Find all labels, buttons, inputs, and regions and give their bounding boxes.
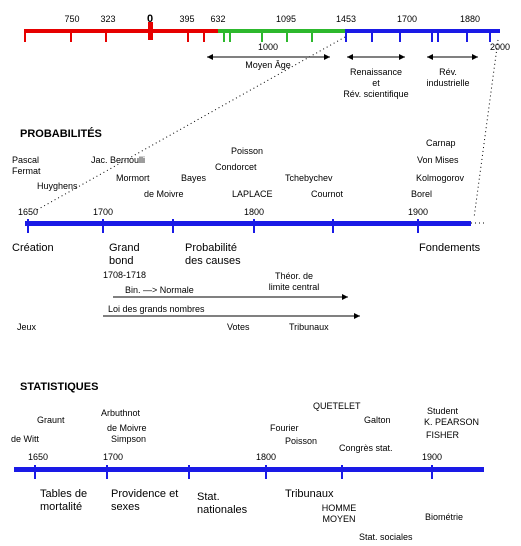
application-votes: Votes — [227, 322, 250, 332]
statistiques-person: de Witt — [11, 434, 40, 444]
normale-arrow-head — [342, 294, 348, 300]
top-year-label: 1700 — [396, 14, 418, 24]
statistiques-tick-label: 1650 — [27, 452, 49, 462]
top-year-label: 395 — [179, 14, 195, 24]
statistiques-person: Graunt — [37, 415, 65, 425]
application-tribunaux: Tribunaux — [289, 322, 329, 332]
probabilites-tick-label: 1650 — [17, 207, 39, 217]
probabilites-heading: PROBABILITÉS — [20, 128, 102, 140]
grand-bond-dates: 1708-1718 — [103, 270, 147, 280]
top-year-label: 750 — [64, 14, 80, 24]
probabilites-axis — [25, 221, 471, 226]
statistiques-person: FISHER — [426, 430, 460, 440]
renaissance-arrow-right-head — [399, 54, 405, 60]
statistiques-person: Fourier — [270, 423, 299, 433]
probabilites-person: Bayes — [181, 173, 207, 183]
modern-segment — [346, 29, 500, 33]
top-year-label: 1000 — [257, 42, 279, 52]
top-year-label: 0 — [146, 13, 154, 25]
probabilites-person: Cournot — [311, 189, 344, 199]
industrial-arrow-left-head — [427, 54, 433, 60]
antiquity-segment — [25, 29, 218, 33]
top-year-label: 1095 — [275, 14, 297, 24]
probabilites-person: Mormort — [116, 173, 150, 183]
statistiques-person: Student — [427, 406, 459, 416]
application-jeux: Jeux — [17, 322, 37, 332]
probabilites-tick-label: 1800 — [243, 207, 265, 217]
top-year-label: 323 — [100, 14, 116, 24]
top-year-label: 632 — [210, 14, 226, 24]
statistiques-person: Simpson — [111, 434, 147, 444]
theme-stat-sociales: Stat. sociales — [359, 532, 413, 542]
statistiques-tick-label: 1900 — [421, 452, 443, 462]
top-year-label: 2000 — [489, 42, 511, 52]
phase-fondements: Fondements — [419, 242, 481, 254]
statistiques-person: Galton — [364, 415, 391, 425]
probabilites-person: Fermat — [12, 166, 41, 176]
probabilites-person: Jac. Bernoulli — [91, 155, 146, 165]
period-renaissance: Renaissance et Rév. scientifique — [343, 67, 409, 99]
middle-ages-arrow-right-head — [324, 54, 330, 60]
lln-label: Loi des grands nombres — [108, 304, 205, 314]
top-year-label: 1880 — [459, 14, 481, 24]
theme-tribunaux: Tribunaux — [285, 488, 334, 500]
year-zero-marker — [148, 22, 153, 40]
probabilites-person: Huyghens — [37, 181, 78, 191]
zoom-connector-left — [34, 36, 346, 212]
statistiques-axis — [14, 467, 484, 472]
probabilites-person: Condorcet — [215, 162, 257, 172]
period-industrial: Rév. industrielle — [426, 67, 470, 88]
normale-label: Bin. —> Normale — [125, 285, 194, 295]
statistiques-heading: STATISTIQUES — [20, 381, 99, 393]
theorem-label: Théor. de limite central — [268, 271, 320, 292]
phase-grand-bond: Grand bond — [109, 242, 140, 267]
phase-creation: Création — [12, 242, 54, 254]
statistiques-person: Congrès stat. — [339, 443, 393, 453]
probabilites-person: LAPLACE — [232, 189, 273, 199]
statistiques-tick-label: 1800 — [255, 452, 277, 462]
probabilites-person: Von Mises — [417, 155, 459, 165]
top-year-label: 1453 — [335, 14, 357, 24]
theme-providence-et-sexes: Providence et sexes — [111, 488, 179, 513]
probabilites-tick-label: 1700 — [92, 207, 114, 217]
probabilites-tick-label: 1900 — [407, 207, 429, 217]
period-middle-ages: Moyen Âge — [245, 60, 291, 70]
probabilites-person: Tchebychev — [285, 173, 333, 183]
middle-ages-arrow-left-head — [207, 54, 213, 60]
statistiques-tick-label: 1700 — [102, 452, 124, 462]
probabilites-person: Kolmogorov — [416, 173, 465, 183]
probabilites-person: de Moivre — [144, 189, 184, 199]
theme-tables-de-mortalite: Tables de mortalité — [40, 488, 88, 513]
statistiques-person: QUETELET — [313, 401, 361, 411]
statistiques-person: de Moivre — [107, 423, 147, 433]
theme-homme-moyen: HOMME MOYEN — [321, 503, 357, 524]
middle-ages-segment — [218, 29, 346, 33]
industrial-arrow-right-head — [472, 54, 478, 60]
statistiques-person: K. PEARSON — [424, 417, 480, 427]
theme-biometrie: Biométrie — [425, 512, 464, 522]
phase-probabilite-des-causes: Probabilité des causes — [185, 242, 241, 267]
renaissance-arrow-left-head — [347, 54, 353, 60]
statistiques-person: Poisson — [285, 436, 318, 446]
probabilites-person: Carnap — [426, 138, 456, 148]
statistiques-person: Arbuthnot — [101, 408, 141, 418]
probabilites-person: Pascal — [12, 155, 40, 165]
probabilites-person: Poisson — [231, 146, 264, 156]
lln-arrow-head — [354, 313, 360, 319]
theme-stat-nationales: Stat. nationales — [197, 491, 248, 516]
probabilites-person: Borel — [411, 189, 433, 199]
